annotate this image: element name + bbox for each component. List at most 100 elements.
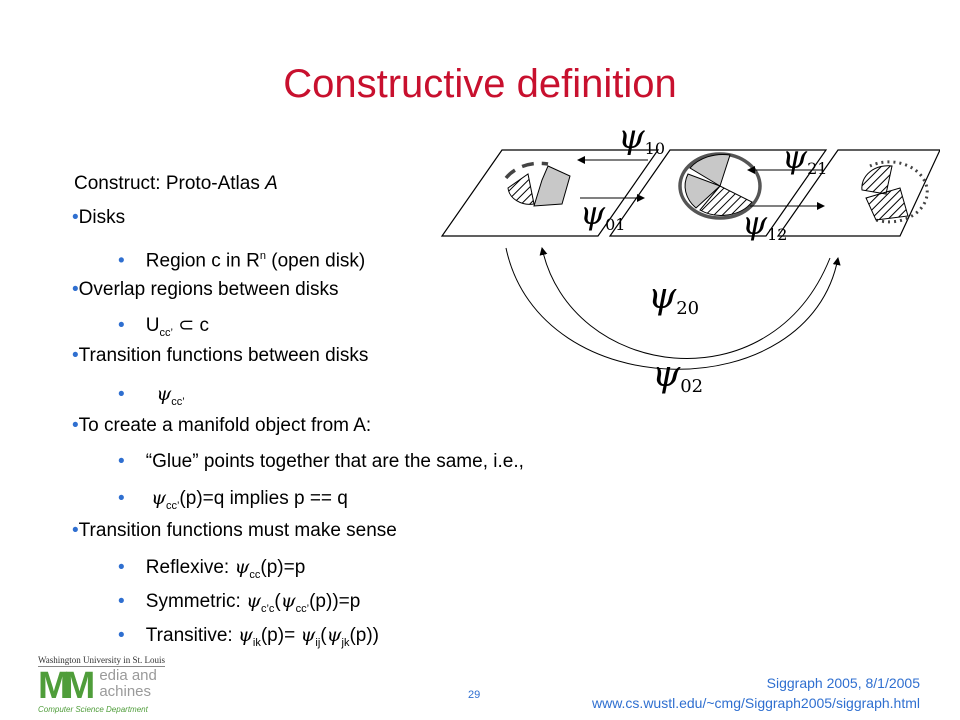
bullet-transitive: • Transitive: ψik(p)= ψij(ψjk(p)) [118, 623, 379, 655]
chart-0-hatched-region [507, 173, 535, 205]
footer-citation: Siggraph 2005, 8/1/2005 www.cs.wustl.edu… [592, 673, 920, 713]
chart-2 [776, 149, 940, 237]
bullet-reflexive: • Reflexive: ψcc(p)=p [118, 555, 305, 587]
intro-text: Construct: Proto-Atlas [74, 173, 266, 194]
atlas-diagram: ψ10 ψ01 ψ21 ψ12 ψ20 ψ02 [440, 117, 940, 397]
bullet-create: •To create a manifold object from A: [72, 414, 371, 438]
psi-symbol: ψ [151, 487, 166, 509]
region-post: (open disk) [265, 250, 366, 272]
bullet-text: Disks [78, 207, 126, 228]
bullet-dot: • [72, 207, 79, 228]
paren: ( [274, 591, 281, 612]
bullet-glue: • “Glue” points together that are the sa… [118, 450, 524, 474]
bullet-dot: • [72, 345, 79, 366]
paren: ( [320, 625, 327, 646]
psi-symbol: ψ [326, 624, 342, 646]
bullet-dot: • [118, 384, 125, 405]
symmetric-label: Symmetric: [145, 591, 247, 612]
label-psi-02: ψ02 [652, 354, 703, 397]
psi-sub: cc’ [295, 602, 310, 615]
psi-sub: ij [315, 636, 321, 649]
bullet-transition: •Transition functions between disks [72, 344, 368, 368]
bullet-dot: • [72, 415, 79, 436]
bullet-dot: • [118, 451, 125, 472]
psi-sub: ik [252, 636, 261, 649]
bullet-symmetric: • Symmetric: ψc’c(ψcc’(p))=p [118, 589, 360, 621]
psi-symbol: ψ [280, 590, 296, 612]
bullet-dot: • [118, 625, 125, 646]
university-name: Washington University in St. Louis [38, 655, 166, 667]
subset-symbol: ⊂ [178, 315, 195, 336]
url-link[interactable]: www.cs.wustl.edu/~cmg/Siggraph2005/siggr… [591, 695, 920, 711]
psi-symbol: ψ [156, 383, 172, 405]
psi-symbol: ψ [234, 556, 250, 578]
arrow-psi-02 [505, 247, 841, 370]
bullet-sense: •Transition functions must make sense [72, 519, 397, 543]
logo-words: edia and achines [99, 668, 157, 700]
u-sub: cc’ [159, 326, 173, 339]
bullet-dot: • [118, 591, 125, 612]
psi-sub: c’c [260, 602, 275, 615]
label-psi-01: ψ01 [580, 194, 625, 234]
reflexive-post: (p)=p [260, 557, 306, 578]
slide-title: Constructive definition [283, 62, 677, 106]
intro-var: A [265, 173, 278, 194]
psi-symbol: ψ [246, 590, 261, 612]
bullet-dot: • [118, 315, 125, 336]
bullet-text: Overlap regions between disks [78, 279, 339, 300]
psi-sub: cc [249, 568, 261, 581]
chart-0-dashed-arc [504, 161, 549, 180]
psi-sub: cc’ [171, 395, 185, 408]
chart-0-gray-region [533, 165, 571, 207]
bullet-disks: •Disks [72, 206, 125, 230]
department-name: Computer Science Department [38, 705, 148, 714]
bullet-psi: • ψcc’ [118, 382, 185, 414]
region-text: Region c in R [145, 250, 260, 272]
page-number: 29 [468, 689, 481, 701]
bullet-text: Transition functions between disks [78, 345, 369, 366]
bullet-overlap: •Overlap regions between disks [72, 278, 338, 302]
psi-sub: jk [341, 636, 350, 649]
bullet-subset: • Ucc’ ⊂ c [118, 314, 209, 345]
psi-sub: cc’ [165, 499, 180, 512]
logo-word-2: achines [99, 683, 152, 700]
intro-line: Construct: Proto-Atlas A [74, 172, 278, 196]
reflexive-label: Reflexive: [145, 557, 235, 578]
transitive-mid: (p)= [260, 625, 301, 646]
bullet-text: Transition functions must make sense [78, 520, 397, 541]
bullet-implies: • ψcc’(p)=q implies p == q [118, 486, 348, 518]
symmetric-post: (p))=p [309, 591, 361, 612]
bullet-text: To create a manifold object from A: [78, 415, 372, 436]
bullet-dot: • [72, 520, 79, 541]
chart-2-hatched-region-2 [865, 187, 909, 221]
bullet-text: “Glue” points together that are the same… [145, 451, 524, 472]
label-psi-21: ψ21 [782, 138, 827, 178]
bullet-dot: • [72, 279, 79, 300]
transitive-label: Transitive: [145, 625, 238, 646]
chart-1 [608, 149, 828, 237]
bullet-region: • Region c in Rn (open disk) [118, 244, 365, 273]
chart-2-hatched-region [861, 165, 893, 195]
bullet-dot: • [118, 488, 125, 509]
label-psi-10: ψ10 [618, 117, 665, 158]
conference-text: Siggraph 2005, 8/1/2005 [766, 675, 920, 691]
psi-symbol: ψ [238, 624, 253, 646]
logo-mark: MM edia and achines [38, 665, 165, 707]
logo-word-1: edia and [99, 667, 157, 684]
chart-1-gray-region [689, 154, 731, 187]
transitive-post: (p)) [349, 625, 380, 646]
chart-1-gray-region-2 [684, 173, 721, 209]
u-post: c [194, 315, 209, 336]
university-logo: Washington University in St. Louis MM ed… [38, 655, 166, 714]
implies-text: (p)=q implies p == q [179, 488, 348, 509]
bullet-dot: • [118, 557, 125, 578]
label-psi-20: ψ20 [648, 276, 699, 319]
bullet-dot: • [118, 250, 125, 272]
region-sup: n [259, 250, 266, 262]
chart-0 [440, 149, 660, 237]
psi-symbol: ψ [300, 624, 316, 646]
label-psi-12: ψ12 [742, 204, 787, 244]
logo-mm-letters: MM [38, 665, 95, 707]
chart-1-hatched-region [699, 185, 753, 216]
arrow-psi-20 [539, 247, 831, 359]
